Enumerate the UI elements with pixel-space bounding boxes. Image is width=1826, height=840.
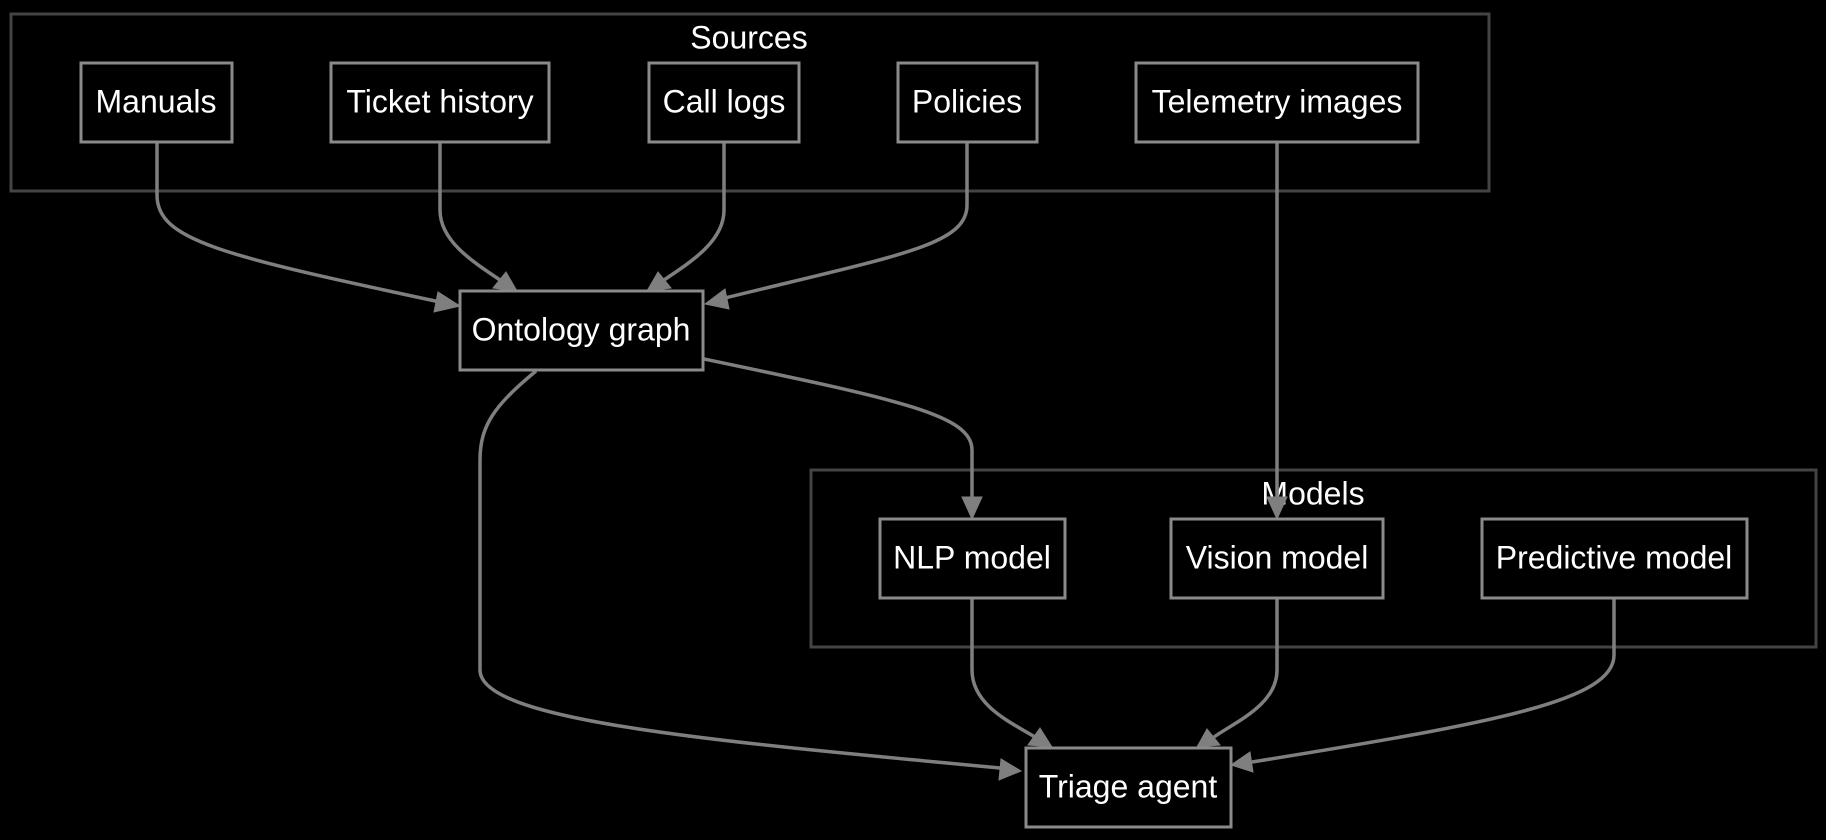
node-ontology-graph-box[interactable] bbox=[458, 289, 705, 372]
node-call-logs[interactable]: Call logs bbox=[647, 61, 801, 144]
node-ticket-history[interactable]: Ticket history bbox=[329, 61, 551, 144]
node-triage-agent-label: Triage agent bbox=[1039, 768, 1218, 804]
edge-ontology-to-nlp bbox=[703, 357, 974, 500]
node-call-logs-box[interactable] bbox=[647, 61, 801, 144]
arrow-policies-to-ontology bbox=[703, 288, 730, 310]
arrow-ontology-to-triage bbox=[998, 758, 1023, 781]
node-policies[interactable]: Policies bbox=[896, 61, 1039, 144]
node-nlp-model-label: NLP model bbox=[893, 539, 1051, 575]
node-telemetry-images[interactable]: Telemetry images bbox=[1134, 61, 1420, 144]
cluster-models-frame bbox=[809, 468, 1818, 649]
edge-ticket-history-to-ontology bbox=[438, 143, 501, 282]
arrow-predictive-to-triage bbox=[1229, 751, 1254, 773]
node-predictive-model[interactable]: Predictive model bbox=[1480, 517, 1749, 600]
node-ontology-graph-label: Ontology graph bbox=[472, 311, 691, 347]
node-policies-label: Policies bbox=[912, 83, 1022, 119]
cluster-sources-label: Sources bbox=[690, 19, 807, 55]
node-predictive-model-box[interactable] bbox=[1480, 517, 1749, 600]
node-predictive-model-label: Predictive model bbox=[1496, 539, 1733, 575]
node-ticket-history-label: Ticket history bbox=[346, 83, 533, 119]
node-telemetry-images-label: Telemetry images bbox=[1152, 83, 1403, 119]
arrow-nlp-to-triage bbox=[1027, 727, 1053, 748]
arrow-manuals-to-ontology bbox=[433, 291, 462, 313]
edges bbox=[155, 143, 1616, 781]
node-vision-model-box[interactable] bbox=[1169, 517, 1385, 600]
node-nlp-model[interactable]: NLP model bbox=[878, 517, 1067, 600]
node-vision-model[interactable]: Vision model bbox=[1169, 517, 1385, 600]
node-manuals-box[interactable] bbox=[79, 61, 234, 144]
arrow-ontology-to-nlp bbox=[961, 496, 983, 521]
node-manuals-label: Manuals bbox=[96, 83, 217, 119]
edge-manuals-to-ontology bbox=[155, 143, 441, 304]
cluster-sources: Sources bbox=[9, 12, 1491, 193]
edge-predictive-to-triage bbox=[1251, 599, 1616, 764]
node-call-logs-label: Call logs bbox=[663, 83, 786, 119]
node-nlp-model-box[interactable] bbox=[878, 517, 1067, 600]
arrow-call-logs-to-ontology bbox=[646, 271, 672, 292]
node-triage-agent-box[interactable] bbox=[1024, 746, 1233, 829]
cluster-sources-frame bbox=[9, 12, 1491, 193]
edge-nlp-to-triage bbox=[970, 599, 1036, 739]
node-triage-agent[interactable]: Triage agent bbox=[1024, 746, 1233, 829]
node-telemetry-images-box[interactable] bbox=[1134, 61, 1420, 144]
arrow-vision-to-triage bbox=[1196, 728, 1221, 748]
edge-call-logs-to-ontology bbox=[663, 143, 726, 282]
node-ontology-graph[interactable]: Ontology graph bbox=[458, 289, 705, 372]
node-vision-model-label: Vision model bbox=[1186, 539, 1369, 575]
node-ticket-history-box[interactable] bbox=[329, 61, 551, 144]
edge-ontology-to-triage bbox=[478, 369, 1001, 770]
node-policies-box[interactable] bbox=[896, 61, 1039, 144]
edge-policies-to-ontology bbox=[724, 143, 969, 300]
arrow-telemetry-to-vision bbox=[1266, 496, 1288, 521]
arrow-ticket-history-to-ontology bbox=[492, 271, 518, 292]
edge-vision-to-triage bbox=[1212, 599, 1279, 739]
node-manuals[interactable]: Manuals bbox=[79, 61, 234, 144]
